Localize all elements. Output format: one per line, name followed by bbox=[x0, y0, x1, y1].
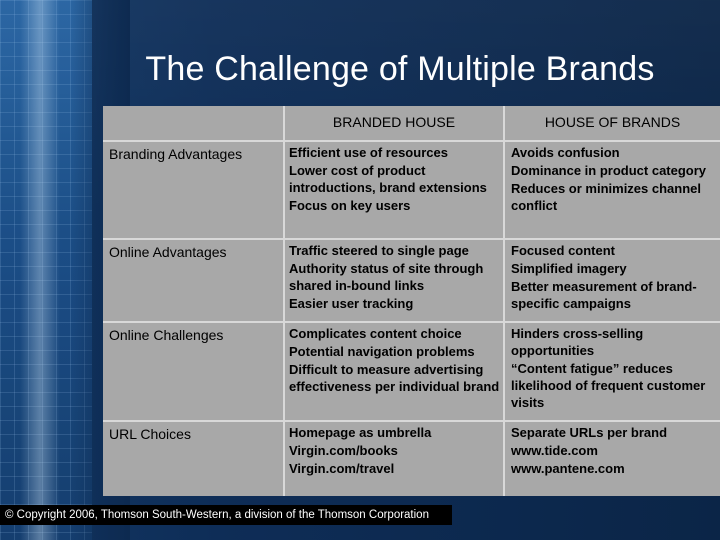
cell-branded-house: Complicates content choice Potential nav… bbox=[283, 323, 505, 419]
header-cell-house-of-brands: HOUSE OF BRANDS bbox=[505, 106, 720, 140]
slide-title: The Challenge of Multiple Brands bbox=[145, 50, 655, 88]
cell-line: Focus on key users bbox=[289, 198, 411, 213]
row-label: Online Advantages bbox=[109, 244, 227, 260]
table-row: Branding Advantages Efficient use of res… bbox=[103, 142, 720, 237]
cell-line: Simplified imagery bbox=[511, 261, 627, 276]
row-label: Branding Advantages bbox=[109, 146, 243, 162]
cell-house-of-brands: Hinders cross-selling opportunities “Con… bbox=[505, 323, 720, 419]
copyright-bar: © Copyright 2006, Thomson South-Western,… bbox=[0, 505, 452, 525]
row-divider bbox=[103, 238, 720, 240]
cell-branded-house: Efficient use of resources Lower cost of… bbox=[283, 142, 505, 237]
cell-line: www.tide.com bbox=[511, 443, 598, 458]
cell-line: Authority status of site through shared … bbox=[289, 261, 484, 293]
row-divider bbox=[103, 140, 720, 142]
row-divider bbox=[103, 321, 720, 323]
column-divider bbox=[503, 106, 505, 496]
cell-line: Homepage as umbrella bbox=[289, 425, 432, 440]
cell-line: www.pantene.com bbox=[511, 461, 625, 476]
table-row: URL Choices Homepage as umbrella Virgin.… bbox=[103, 422, 720, 496]
cell-line: Easier user tracking bbox=[289, 296, 414, 311]
cell-branded-house: Traffic steered to single page Authority… bbox=[283, 240, 505, 320]
cell-line: Potential navigation problems bbox=[289, 344, 475, 359]
cell-line: Difficult to measure advertising effecti… bbox=[289, 362, 500, 394]
header-label: HOUSE OF BRANDS bbox=[544, 114, 681, 130]
cell-line: Lower cost of product introductions, bra… bbox=[289, 163, 487, 195]
table-row: Online Challenges Complicates content ch… bbox=[103, 323, 720, 419]
comparison-table: BRANDED HOUSE HOUSE OF BRANDS Branding A… bbox=[103, 106, 720, 496]
cell-house-of-brands: Avoids confusion Dominance in product ca… bbox=[505, 142, 720, 237]
cell-line: Focused content bbox=[511, 243, 616, 258]
row-divider bbox=[103, 420, 720, 422]
header-cell-empty bbox=[103, 106, 283, 140]
column-divider bbox=[283, 106, 285, 496]
header-cell-branded-house: BRANDED HOUSE bbox=[283, 106, 505, 140]
table-header-row: BRANDED HOUSE HOUSE OF BRANDS bbox=[103, 106, 720, 140]
cell-line: Virgin.com/travel bbox=[289, 461, 395, 476]
cell-line: Traffic steered to single page bbox=[289, 243, 469, 258]
cell-line: Avoids confusion bbox=[511, 145, 620, 160]
row-label: URL Choices bbox=[109, 426, 191, 442]
cell-line: “Content fatigue” reduces likelihood of … bbox=[511, 361, 706, 410]
row-label: Online Challenges bbox=[109, 327, 224, 343]
header-label: BRANDED HOUSE bbox=[332, 114, 456, 130]
cell-line: Reduces or minimizes channel conflict bbox=[511, 181, 702, 213]
cell-line: Hinders cross-selling opportunities bbox=[511, 326, 644, 358]
table-row: Online Advantages Traffic steered to sin… bbox=[103, 240, 720, 320]
cell-line: Complicates content choice bbox=[289, 326, 462, 341]
cell-line: Dominance in product category bbox=[511, 163, 707, 178]
cell-line: Virgin.com/books bbox=[289, 443, 398, 458]
cell-house-of-brands: Focused content Simplified imagery Bette… bbox=[505, 240, 720, 320]
decorative-glow bbox=[20, 0, 60, 540]
cell-line: Better measurement of brand-specific cam… bbox=[511, 279, 697, 311]
cell-house-of-brands: Separate URLs per brand www.tide.com www… bbox=[505, 422, 720, 496]
cell-line: Separate URLs per brand bbox=[511, 425, 668, 440]
cell-line: Efficient use of resources bbox=[289, 145, 448, 160]
cell-branded-house: Homepage as umbrella Virgin.com/books Vi… bbox=[283, 422, 505, 496]
